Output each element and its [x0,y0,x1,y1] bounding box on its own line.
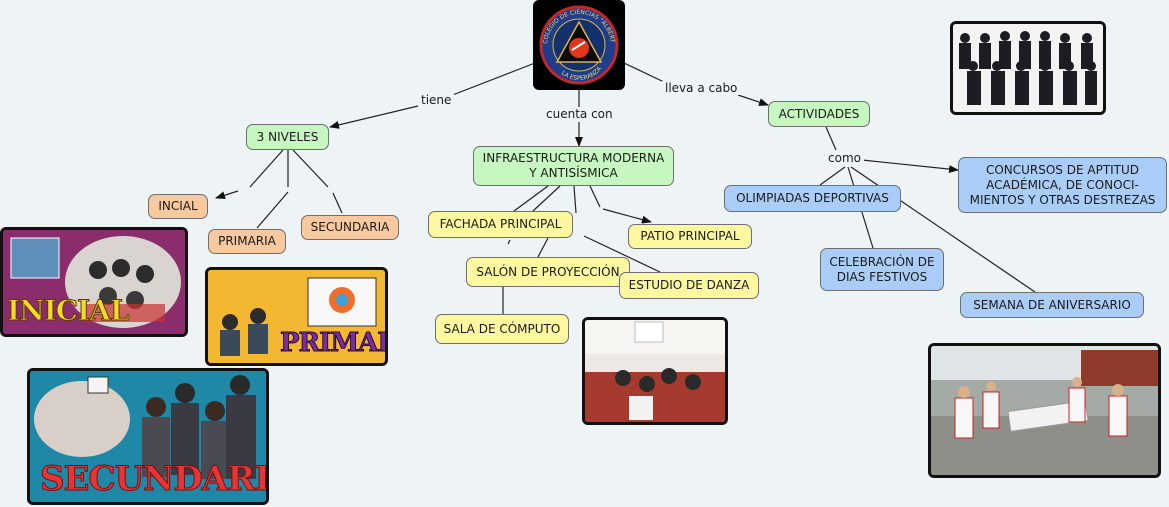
node-infraestructura[interactable]: INFRAESTRUCTURA MODERNA Y ANTISÍSMICA [473,146,674,186]
photo-personal-docente[interactable] [950,21,1106,115]
link-label-como: como [825,151,864,165]
node-3-niveles[interactable]: 3 NIVELES [246,124,329,150]
photo-caption-inicial: INICIAL [7,294,131,328]
node-inicial[interactable]: INCIAL [148,194,208,219]
node-celebracion-dias-festivos[interactable]: CELEBRACIÓN DE DIAS FESTIVOS [820,248,944,291]
link-label-tiene: tiene [418,93,455,107]
node-patio-principal[interactable]: PATIO PRINCIPAL [628,224,752,249]
computer-lab-photo-icon [585,320,725,422]
school-logo[interactable]: COLEGIO DE CIENCIAS "ALBERT EINSTEIN" LA… [533,0,625,90]
photo-caption-secundaria: SECUNDARIA [40,459,269,500]
photo-secundaria[interactable]: SECUNDARIA [27,368,269,505]
students-group-photo-icon [30,371,266,502]
node-secundaria[interactable]: SECUNDARIA [301,215,399,240]
node-semana-aniversario[interactable]: SEMANA DE ANIVERSARIO [960,292,1144,318]
classroom-photo-icon [3,230,185,334]
photo-desfile-aniversario[interactable] [928,343,1161,478]
parade-photo-icon [931,346,1158,475]
node-fachada-principal[interactable]: FACHADA PRINCIPAL [428,211,573,238]
node-actividades[interactable]: ACTIVIDADES [768,101,870,127]
photo-sala-computo[interactable] [582,317,728,425]
photo-primaria[interactable]: PRIMARIA [205,267,388,366]
node-concursos[interactable]: CONCURSOS DE APTITUD ACADÉMICA, DE CONOC… [958,157,1167,213]
node-estudio-danza[interactable]: ESTUDIO DE DANZA [619,272,759,299]
node-sala-computo[interactable]: SALA DE CÓMPUTO [435,314,569,344]
school-crest-icon: COLEGIO DE CIENCIAS "ALBERT EINSTEIN" LA… [533,0,619,85]
node-olimpiadas-deportivas[interactable]: OLIMPIADAS DEPORTIVAS [724,185,901,212]
group-photo-icon [953,24,1103,112]
students-photo-icon [208,270,385,363]
photo-inicial[interactable]: INICIAL [0,227,188,337]
node-salon-proyeccion[interactable]: SALÓN DE PROYECCIÓN [466,257,630,287]
photo-caption-primaria: PRIMARIA [279,328,385,359]
node-primaria[interactable]: PRIMARIA [208,229,286,254]
link-label-lleva-a-cabo: lleva a cabo [662,81,741,95]
link-label-cuenta-con: cuenta con [543,107,616,121]
